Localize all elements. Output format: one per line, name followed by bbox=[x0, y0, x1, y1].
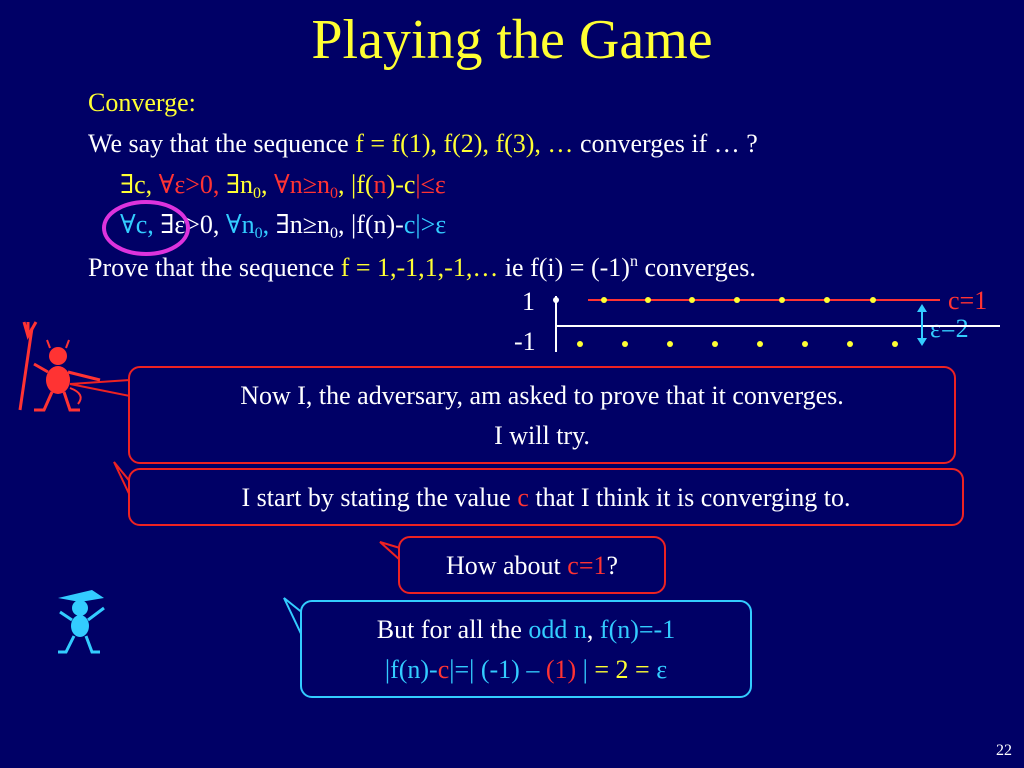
graph-label-positive: 1 bbox=[522, 287, 535, 316]
q1-part6: , bbox=[338, 170, 352, 199]
sequence-point bbox=[870, 297, 876, 303]
prove-exponent: n bbox=[629, 253, 638, 270]
definition-prefix: We say that the sequence bbox=[88, 129, 356, 158]
prover-icon bbox=[58, 590, 105, 654]
speech-bubble-adversary-intro: Now I, the adversary, am asked to prove … bbox=[128, 366, 956, 464]
q1-part1: ∃c, bbox=[120, 170, 159, 199]
devil-icon bbox=[18, 321, 101, 412]
quantifier-line-negation: ∀c, ∃ε>0, ∀n0, ∃n≥n0, |f(n)-c|>ε bbox=[120, 210, 446, 243]
sequence-expression: f = f(1), f(2), f(3), … bbox=[355, 129, 574, 158]
epsilon-arrow-up bbox=[917, 304, 927, 312]
sequence-point bbox=[645, 297, 651, 303]
sequence-point bbox=[622, 341, 628, 347]
speech-bubble-state-value: I start by stating the value c that I th… bbox=[128, 468, 964, 526]
sequence-point bbox=[712, 341, 718, 347]
q1-part9: )- bbox=[386, 170, 404, 199]
sequence-point bbox=[779, 297, 785, 303]
speech-bubble-how-about: How about c=1? bbox=[398, 536, 666, 594]
bubble4-abs-open: |f(n)- bbox=[384, 655, 438, 684]
prove-suffix: converges. bbox=[637, 253, 756, 282]
q2-part1: ∀c, bbox=[120, 210, 161, 239]
q2-part5: ∃n≥n bbox=[275, 210, 330, 239]
bubble2-suffix: that I think it is converging to. bbox=[528, 483, 851, 512]
bubble4-abs-close: | bbox=[576, 655, 595, 684]
q2-part6: , bbox=[338, 210, 351, 239]
q2-part3: ∀n bbox=[225, 210, 255, 239]
prove-line: Prove that the sequence f = 1,-1,1,-1,… … bbox=[88, 253, 756, 283]
sequence-point bbox=[847, 341, 853, 347]
sequence-point bbox=[577, 341, 583, 347]
q1-part11: |≤ε bbox=[415, 170, 446, 199]
circle-highlight bbox=[102, 200, 190, 256]
epsilon-arrow-down bbox=[917, 338, 927, 346]
q2-part7: |f(n)- bbox=[351, 210, 404, 239]
q1-part5: ∀n≥n bbox=[274, 170, 331, 199]
q2-part9: |>ε bbox=[415, 210, 447, 239]
slide-title: Playing the Game bbox=[311, 9, 713, 71]
sequence-point bbox=[689, 297, 695, 303]
sequence-point bbox=[601, 297, 607, 303]
sequence-point bbox=[892, 341, 898, 347]
bubble4-epsilon: ε bbox=[656, 655, 668, 684]
bubble4-minus-one: |=| (-1) – bbox=[449, 655, 546, 684]
bubble4-line1-prefix: But for all the bbox=[376, 615, 529, 644]
q1-part2: ∀ε>0, bbox=[158, 170, 226, 199]
bubble2-c: c bbox=[517, 483, 529, 512]
bubble4-odd-n: odd n bbox=[528, 615, 587, 644]
q1-sub2: 0 bbox=[330, 185, 339, 202]
bubble3-suffix: ? bbox=[606, 551, 619, 580]
graph-label-negative: -1 bbox=[514, 327, 536, 356]
converge-label: Converge: bbox=[88, 88, 196, 117]
bubble3-tail bbox=[379, 541, 401, 563]
bubble4-comma: , bbox=[586, 615, 600, 644]
sequence-point bbox=[824, 297, 830, 303]
bubble3-prefix: How about bbox=[445, 551, 568, 580]
q1-part7: |f( bbox=[351, 170, 374, 199]
sequence-point bbox=[802, 341, 808, 347]
bubble3-c: c=1 bbox=[567, 551, 607, 580]
page-number: 22 bbox=[996, 742, 1012, 759]
graph-epsilon-label: ε=2 bbox=[930, 314, 969, 343]
q2-sub2: 0 bbox=[330, 225, 338, 242]
bubble4-line1: But for all the odd n, f(n)=-1 bbox=[302, 610, 750, 650]
prove-sequence: f = 1,-1,1,-1,… bbox=[340, 253, 499, 282]
q1-part10: c bbox=[403, 170, 416, 199]
bubble1-line1: Now I, the adversary, am asked to prove … bbox=[240, 381, 844, 410]
bubble4-equals-two: = 2 = bbox=[594, 655, 657, 684]
sequence-point bbox=[667, 341, 673, 347]
quantifier-line-converge: ∃c, ∀ε>0, ∃n0, ∀n≥n0, |f(n)-c|≤ε bbox=[120, 170, 446, 203]
prove-prefix: Prove that the sequence bbox=[88, 253, 341, 282]
bubble4-line2: |f(n)-c|=| (-1) – (1) | = 2 = ε bbox=[302, 650, 750, 690]
bubble1-line2: I will try. bbox=[494, 421, 590, 450]
speech-bubble-prover-reply: But for all the odd n, f(n)=-1 |f(n)-c|=… bbox=[300, 600, 752, 698]
definition-suffix: converges if … ? bbox=[573, 129, 758, 158]
prove-ie: ie f(i) = (-1) bbox=[498, 253, 630, 282]
q1-sub1: 0 bbox=[253, 185, 262, 202]
q2-sub1: 0 bbox=[254, 225, 263, 242]
graph-c-label: c=1 bbox=[948, 286, 988, 315]
bubble2-prefix: I start by stating the value bbox=[241, 483, 518, 512]
q1-part8: n bbox=[373, 170, 387, 199]
bubble4-c: c bbox=[437, 655, 450, 684]
q2-part2: ∃ε>0, bbox=[160, 210, 226, 239]
sequence-point bbox=[553, 297, 559, 303]
sequence-point bbox=[757, 341, 763, 347]
bubble4-fn: f(n)=-1 bbox=[599, 615, 676, 644]
sequence-point bbox=[734, 297, 740, 303]
q1-part4: , bbox=[261, 170, 275, 199]
q2-part4: , bbox=[262, 210, 276, 239]
definition-line: We say that the sequence f = f(1), f(2),… bbox=[88, 129, 758, 159]
bubble4-one: (1) bbox=[545, 655, 577, 684]
q1-part3: ∃n bbox=[225, 170, 254, 199]
q2-part8: c bbox=[403, 210, 416, 239]
